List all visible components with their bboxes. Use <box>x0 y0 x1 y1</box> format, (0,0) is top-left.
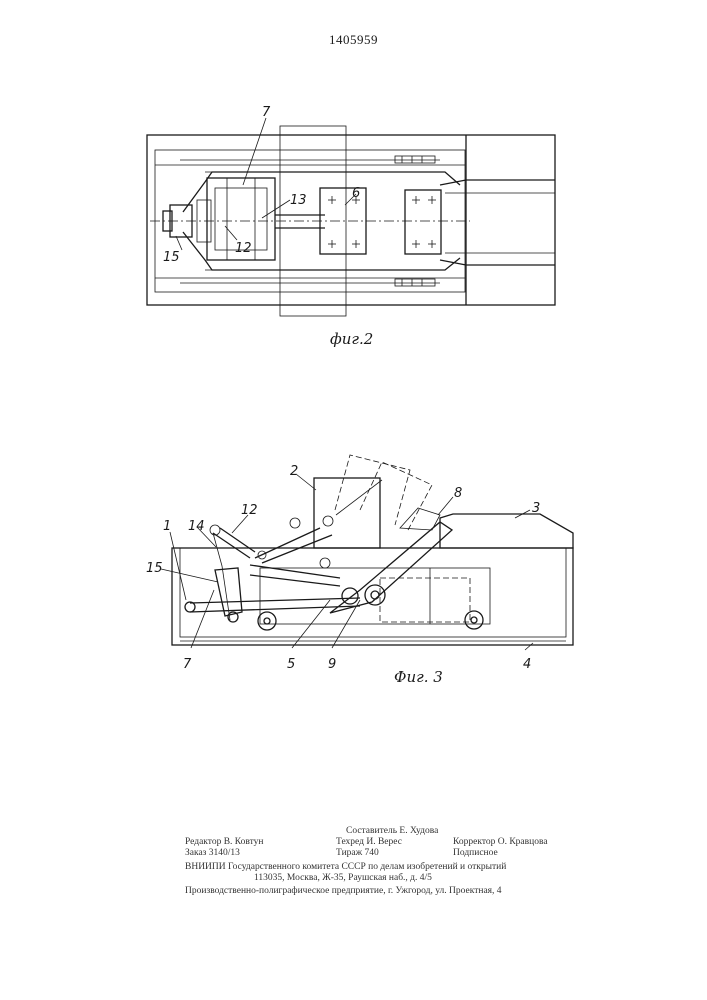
fig3-chute-8 <box>330 508 452 613</box>
fig3-callout-3: 3 <box>532 501 540 516</box>
imprint-order: Заказ 3140/13 <box>185 848 240 859</box>
fig3-caption: Фиг. 3 <box>394 668 443 686</box>
fig2-gripper <box>150 200 470 242</box>
fig3-callout-15: 15 <box>146 561 163 576</box>
fig3-callout-14: 14 <box>188 519 205 534</box>
fig3-callout-12: 12 <box>241 503 258 518</box>
imprint-techred: Техред И. Верес <box>336 837 402 848</box>
fig3-rollers <box>185 516 483 630</box>
fig2-callout-6: 6 <box>352 186 360 201</box>
fig3-tray-3 <box>440 514 573 548</box>
fig3-leaders <box>161 474 533 650</box>
fig3-callout-5: 5 <box>287 657 295 672</box>
fig3-callout-8: 8 <box>454 486 462 501</box>
fig2-caption: фиг.2 <box>330 330 373 348</box>
fig2-callout-13: 13 <box>290 193 307 208</box>
imprint-compiler: Составитель Е. Худова <box>346 826 438 837</box>
fig3-callout-1: 1 <box>163 519 171 534</box>
fig3-callout-9: 9 <box>328 657 336 672</box>
imprint-subscription: Подписное <box>453 848 498 859</box>
imprint-corrector: Корректор О. Кравцова <box>453 837 548 848</box>
fig2-callout-7: 7 <box>262 105 271 120</box>
fig3-lever-system <box>190 528 360 620</box>
imprint-editor: Редактор В. Ковтун <box>185 837 264 848</box>
fig3-feed-rollers-2 <box>314 455 432 548</box>
fig3-callout-4: 4 <box>523 657 531 672</box>
fig3-callout-7: 7 <box>183 657 192 672</box>
fig2-clamp-block-right <box>405 190 441 254</box>
fig3-callout-2: 2 <box>290 464 298 479</box>
fig3-housing <box>172 548 573 645</box>
fig2-callout-15: 15 <box>163 250 180 265</box>
imprint-circulation: Тираж 740 <box>336 848 379 859</box>
imprint-address: 113035, Москва, Ж-35, Раушская наб., д. … <box>254 873 432 884</box>
imprint-organization: ВНИИПИ Государственного комитета СССР по… <box>185 862 506 873</box>
fig2-callout-12: 12 <box>235 241 252 256</box>
imprint-printing-house: Производственно-полиграфическое предприя… <box>185 886 502 897</box>
fig2-conveyor-chute <box>440 180 555 265</box>
